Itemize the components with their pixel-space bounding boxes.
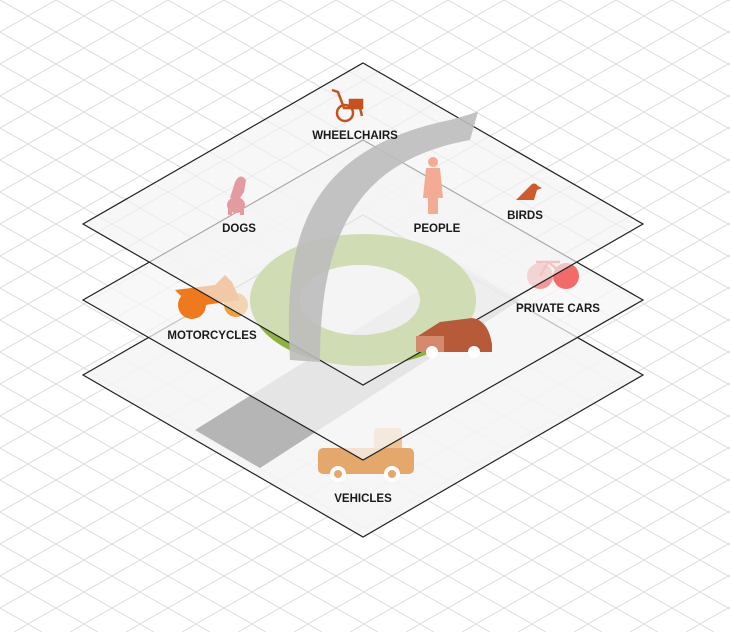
grid-line: [447, 0, 730, 162]
label-motorcycles: MOTORCYCLES: [167, 330, 257, 342]
wheelchair-icon: [331, 88, 364, 123]
grid-line: [0, 0, 113, 65]
grid-line: [615, 0, 730, 66]
bird-icon: [516, 183, 542, 200]
grid-line: [279, 0, 730, 258]
grid-line: [335, 0, 730, 226]
label-birds: BIRDS: [507, 210, 543, 222]
grid-line: [559, 0, 730, 98]
grid-line: [517, 510, 730, 632]
grid-line: [349, 414, 730, 632]
label-people: PEOPLE: [414, 223, 461, 235]
grid-line: [0, 0, 449, 257]
grid-line: [0, 415, 379, 632]
grid-line: [573, 542, 730, 632]
grid-line: [503, 0, 730, 130]
grid-line: [671, 0, 730, 34]
layer-top: [81, 62, 645, 386]
car-icon: [416, 318, 492, 358]
grid-line: [0, 0, 337, 193]
grid-line: [0, 0, 393, 225]
label-vehicles: VEHICLES: [334, 493, 392, 505]
grid-line: [0, 511, 211, 632]
grid-line: [629, 574, 730, 632]
grid-line: [0, 575, 99, 632]
grid-line: [0, 383, 435, 632]
grid-line: [0, 607, 43, 632]
road-upper: [288, 112, 478, 362]
grid-line: [461, 478, 730, 632]
label-wheelchairs: WHEELCHAIRS: [312, 130, 398, 142]
grid-line: [0, 351, 491, 632]
grid-line: [0, 0, 169, 97]
label-dogs: DOGS: [222, 223, 256, 235]
dog-icon: [227, 176, 246, 215]
grid-line: [237, 350, 730, 632]
grid-line: [685, 606, 730, 632]
grid-line: [0, 479, 267, 632]
grid-line: [0, 0, 281, 161]
grid-line: [0, 447, 323, 632]
person-icon: [423, 157, 443, 214]
grid-line: [293, 382, 730, 632]
grid-line: [405, 446, 730, 632]
grid-line: [0, 0, 57, 33]
label-private-cars: PRIVATE CARS: [516, 303, 600, 315]
grid-line: [0, 0, 225, 129]
grid-line: [0, 543, 155, 632]
